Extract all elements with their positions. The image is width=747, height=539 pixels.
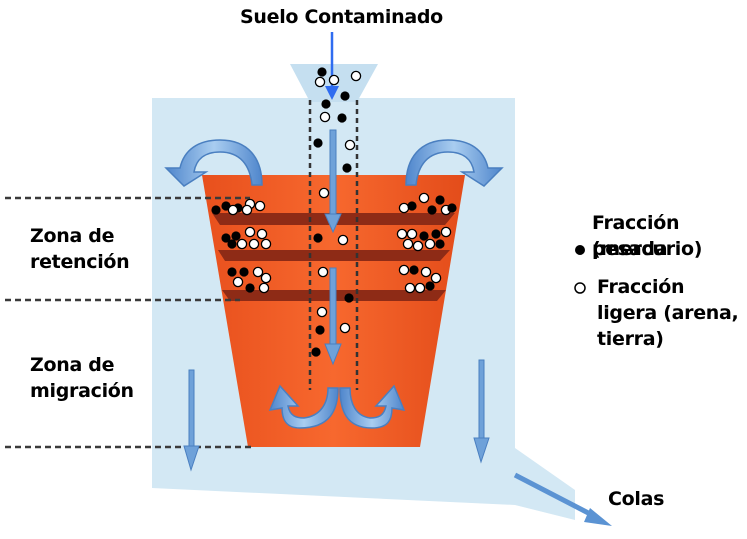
heavy-particle xyxy=(435,239,445,249)
heavy-particle xyxy=(231,231,241,241)
light-particle xyxy=(404,282,416,294)
light-particle xyxy=(318,187,330,199)
input-label: Suelo Contaminado xyxy=(240,6,443,28)
light-particle xyxy=(256,228,268,240)
retention-zone-line-2: retención xyxy=(30,251,130,273)
feed-channel xyxy=(308,100,359,390)
upflow-arrows xyxy=(268,384,406,429)
overflow-arrows xyxy=(164,139,504,187)
heavy-particle xyxy=(317,67,327,77)
light-particle xyxy=(319,111,331,123)
light-particle xyxy=(402,238,414,250)
light-particle xyxy=(337,234,349,246)
light-particle xyxy=(414,282,426,294)
heavy-particle xyxy=(431,229,441,239)
light-particle xyxy=(252,266,264,278)
heavy-particle xyxy=(313,138,323,148)
migration-zone-line-2: migración xyxy=(30,380,134,402)
shelf xyxy=(218,250,450,261)
heavy-particle xyxy=(227,267,237,277)
light-particle xyxy=(236,238,248,250)
light-particle xyxy=(244,226,256,238)
light-particle xyxy=(406,228,418,240)
light-fraction-marker xyxy=(574,282,586,294)
light-particle xyxy=(398,202,410,214)
heavy-particle xyxy=(447,203,457,213)
light-particle xyxy=(227,204,239,216)
light-fraction-line-2: ligera (arena, xyxy=(597,302,739,324)
heavy-particle xyxy=(313,233,323,243)
heavy-particle xyxy=(311,347,321,357)
light-particle xyxy=(430,272,442,284)
heavy-particle xyxy=(435,195,445,205)
light-particle xyxy=(420,266,432,278)
outer-downflow-arrows xyxy=(183,359,490,472)
heavy-fraction-marker xyxy=(575,245,585,255)
retention-zone-label: Zona de retención xyxy=(30,223,130,275)
light-particle xyxy=(260,238,272,250)
channel-flow-arrows xyxy=(324,129,342,366)
heavy-particle xyxy=(427,205,437,215)
heavy-fraction-title: Fracción pesada xyxy=(592,212,680,260)
heavy-particle xyxy=(340,91,350,101)
light-particle xyxy=(248,238,260,250)
light-particle xyxy=(412,240,424,252)
light-fraction-line-1: Fracción xyxy=(597,276,685,298)
heavy-particle xyxy=(245,283,255,293)
heavy-particle xyxy=(407,201,417,211)
heavy-particle xyxy=(211,205,221,215)
light-particle xyxy=(260,272,272,284)
retention-zone-line-1: Zona de xyxy=(30,225,115,247)
light-particle xyxy=(440,226,452,238)
light-particle xyxy=(339,322,351,334)
light-particle xyxy=(258,282,270,294)
heavy-particle xyxy=(321,99,331,109)
light-particle xyxy=(316,306,328,318)
heavy-particle xyxy=(227,239,237,249)
tailings-arrow xyxy=(513,472,612,526)
light-particle xyxy=(241,204,253,216)
light-particle xyxy=(232,276,244,288)
heavy-fraction-detail: (mercurio) xyxy=(592,238,703,260)
migration-zone-line-1: Zona de xyxy=(30,354,115,376)
light-fraction-label: Fracción ligera (arena, tierra) xyxy=(597,274,739,352)
light-particle xyxy=(396,228,408,240)
light-particle xyxy=(344,139,356,151)
light-particle xyxy=(317,266,329,278)
heavy-particle xyxy=(239,267,249,277)
heavy-particle xyxy=(337,113,347,123)
light-particle xyxy=(350,70,362,82)
light-particle xyxy=(424,238,436,250)
light-particle xyxy=(398,264,410,276)
light-particle xyxy=(254,200,266,212)
light-fraction-line-3: tierra) xyxy=(597,328,664,350)
light-particle xyxy=(328,74,340,86)
zone-boundaries xyxy=(5,196,255,449)
heavy-particle xyxy=(344,293,354,303)
migration-zone-label: Zona de migración xyxy=(30,352,134,404)
heavy-particle xyxy=(315,325,325,335)
particles xyxy=(211,67,457,357)
output-label: Colas xyxy=(608,488,665,510)
light-particle xyxy=(418,192,430,204)
heavy-particle xyxy=(425,281,435,291)
heavy-particle xyxy=(419,231,429,241)
heavy-particle xyxy=(409,265,419,275)
heavy-particle xyxy=(221,233,231,243)
heavy-particle xyxy=(342,163,352,173)
light-particle xyxy=(314,76,326,88)
